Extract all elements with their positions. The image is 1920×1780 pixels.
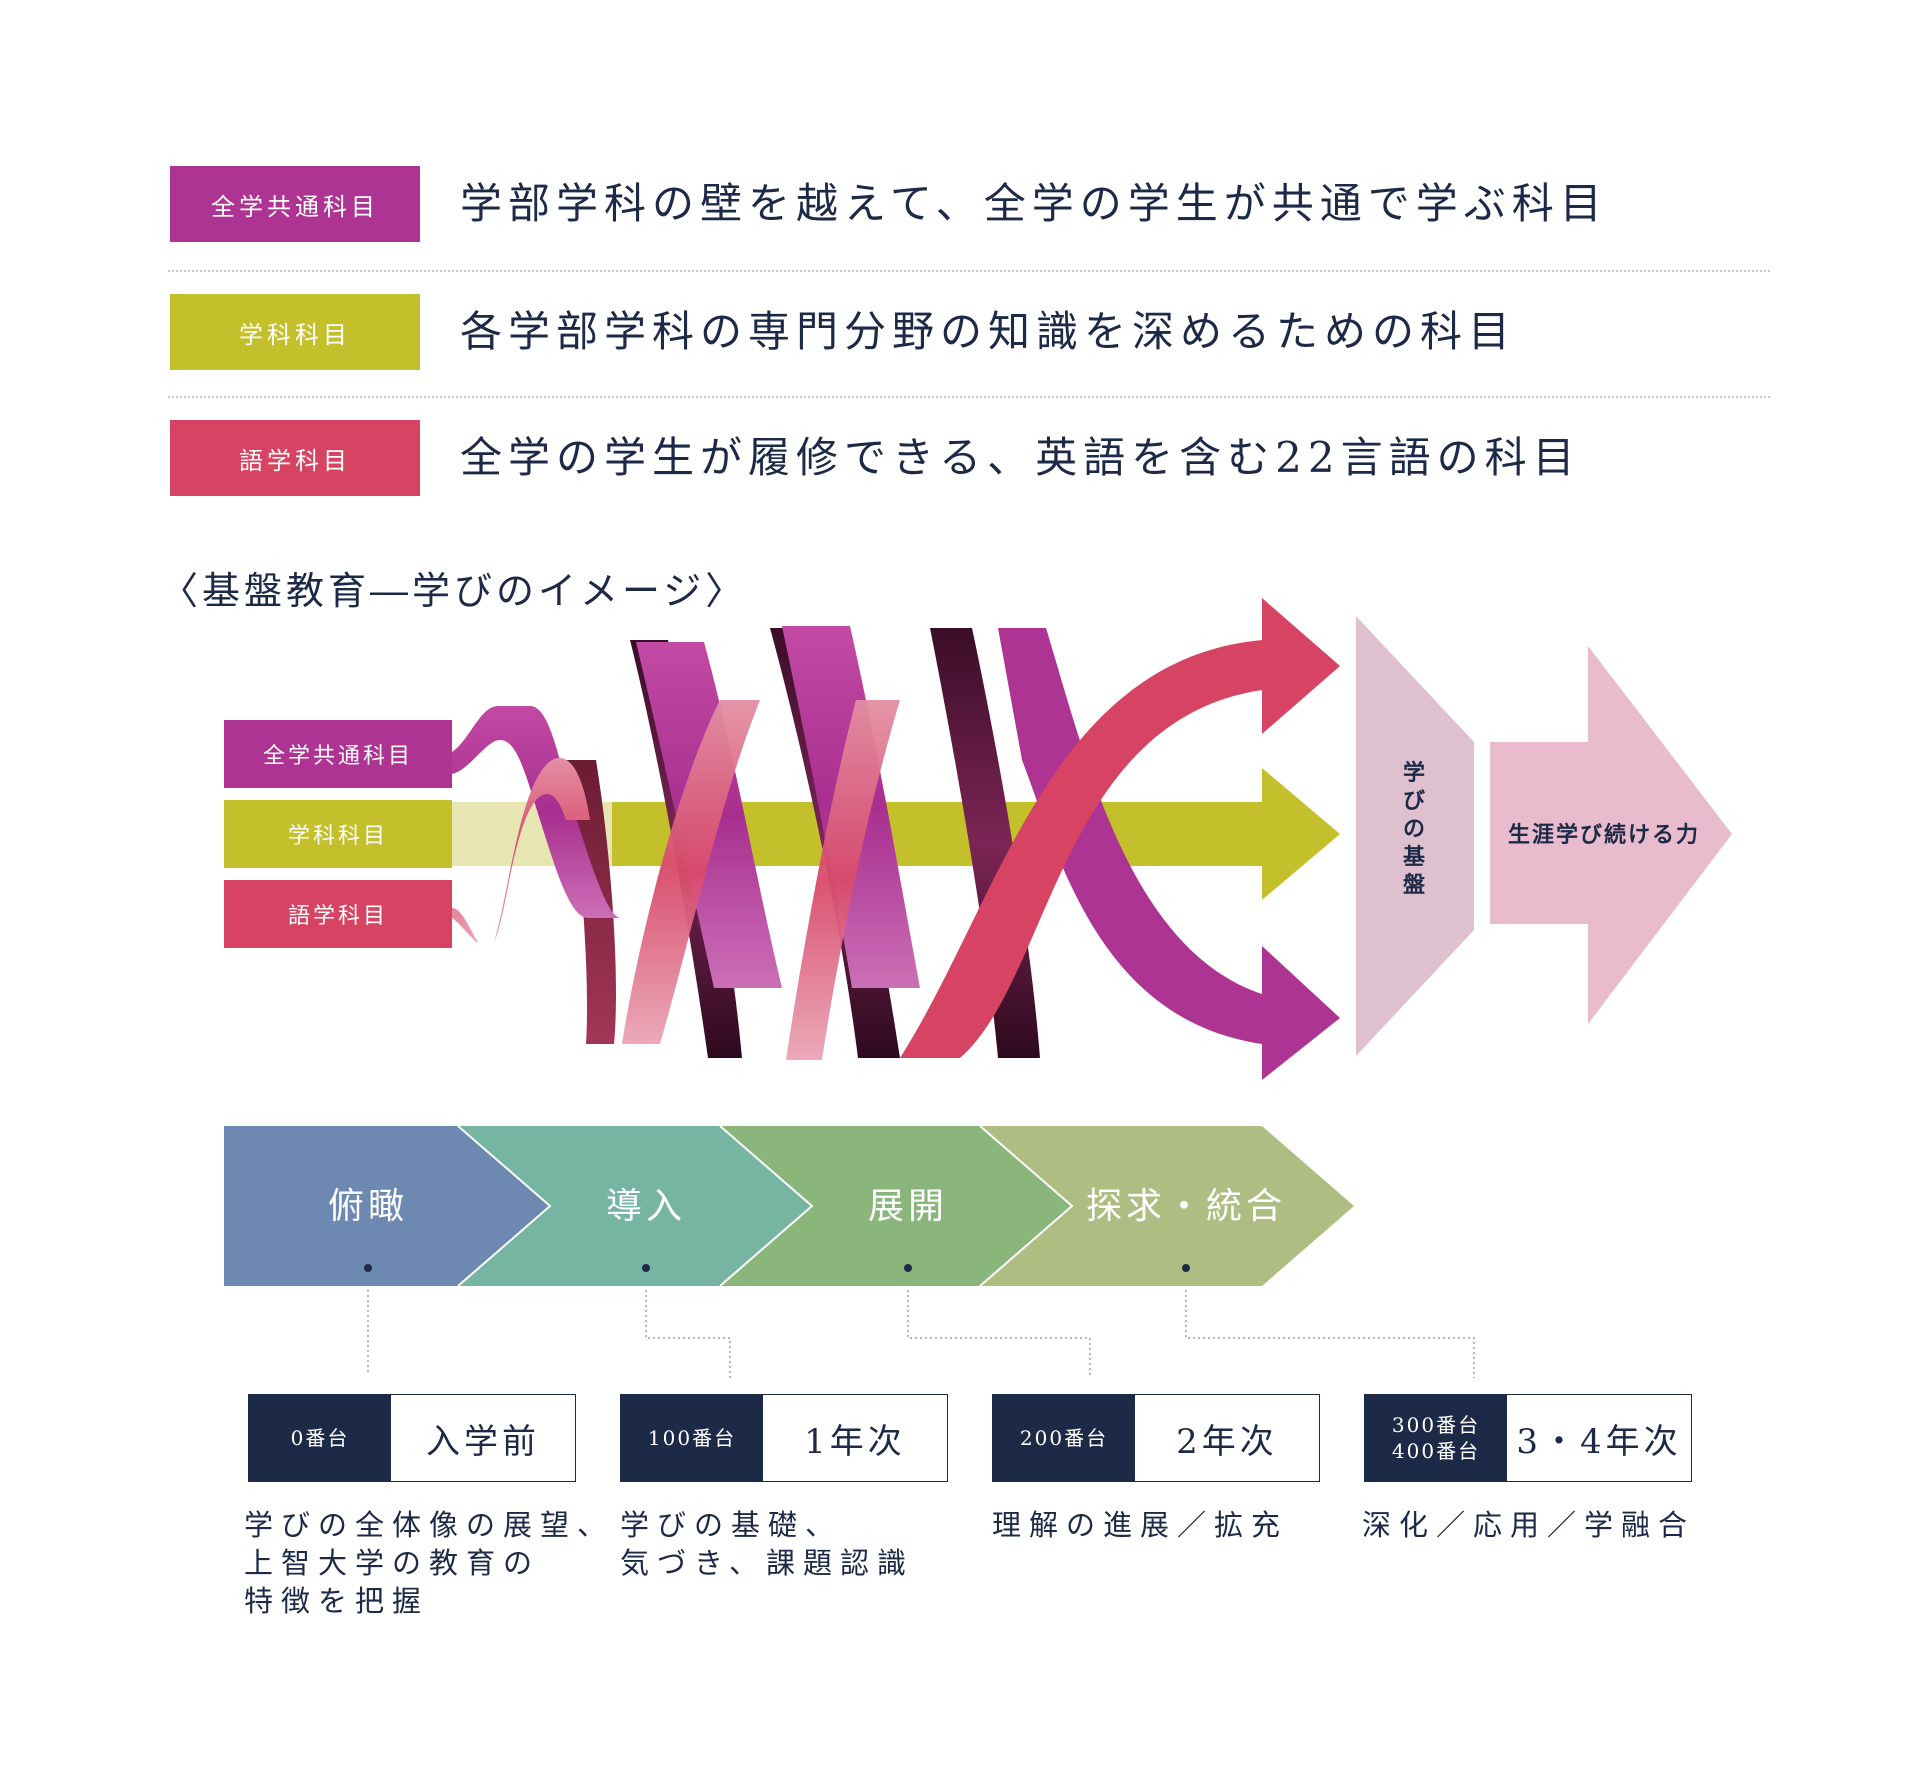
year-label: 1年次 <box>804 1421 906 1462</box>
stage-separator <box>457 1125 552 1287</box>
pink-arrow-body <box>900 640 1262 1058</box>
year-box-1: 100番台 1年次 <box>620 1394 948 1482</box>
year-box-2: 200番台 2年次 <box>992 1394 1320 1482</box>
ribbon-front-2 <box>584 700 760 1044</box>
input-tag-common <box>224 720 452 788</box>
stage-separator <box>979 1125 1074 1287</box>
year-code: 200番台 <box>993 1395 1135 1481</box>
stage-chevron-4 <box>980 1126 1354 1286</box>
yellow-arrow-head <box>1262 768 1340 900</box>
year-desc-1: 学びの基礎、気づき、課題認識 <box>620 1508 914 1580</box>
year-code: 0番台 <box>249 1395 391 1481</box>
stage-dot-3 <box>904 1264 912 1272</box>
stage-label-1: 俯瞰 <box>328 1186 408 1227</box>
connector-2 <box>645 1290 731 1378</box>
year-code: 100番台 <box>621 1395 763 1481</box>
year-label: 3・4年次 <box>1516 1421 1682 1462</box>
year-box-pre: 0番台 入学前 <box>248 1394 576 1482</box>
input-label-language: 語学科目 <box>288 904 388 929</box>
year-desc-2: 理解の進展／拡充 <box>992 1508 1289 1542</box>
purple-arrow-body <box>998 628 1262 1044</box>
ribbon-front-4 <box>742 700 900 1060</box>
legend-desc-language: 全学の学生が履修できる、英語を含む22言語の科目 <box>460 433 1581 482</box>
lifelong-label: 生涯学び続ける力 <box>1508 822 1700 848</box>
foundation-label: 学びの基盤 <box>1403 760 1426 898</box>
ribbon-small-purple <box>452 706 622 919</box>
stage-chevron-1 <box>224 1126 550 1286</box>
legend-tag-common: 全学共通科目 <box>170 166 420 242</box>
year-label: 入学前 <box>426 1421 540 1462</box>
legend-row-department: 学科科目 各学部学科の専門分野の知識を深めるための科目 <box>170 294 1770 370</box>
legend-divider <box>168 396 1770 398</box>
connector-4 <box>1185 1290 1475 1378</box>
pink-arrow-head <box>1262 598 1340 734</box>
stage-dot-2 <box>642 1264 650 1272</box>
stage-dot-1 <box>364 1264 372 1272</box>
legend-divider <box>168 270 1770 272</box>
stage-label-2: 導入 <box>606 1186 686 1227</box>
connector-3 <box>907 1290 1091 1378</box>
section-title: 〈基盤教育―学びのイメージ〉 <box>160 569 748 613</box>
lifelong-arrow <box>1490 646 1732 1024</box>
year-label: 2年次 <box>1176 1421 1278 1462</box>
input-label-department: 学科科目 <box>288 824 388 849</box>
legend-tag-language: 語学科目 <box>170 420 420 496</box>
legend-desc-department: 各学部学科の専門分野の知識を深めるための科目 <box>460 307 1517 356</box>
foundation-shape <box>1356 616 1474 1056</box>
legend-row-common: 全学共通科目 学部学科の壁を越えて、全学の学生が共通で学ぶ科目 <box>170 166 1770 242</box>
stage-separator <box>719 1125 814 1287</box>
purple-arrow-head <box>1262 946 1340 1080</box>
legend-tag-department: 学科科目 <box>170 294 420 370</box>
legend-desc-common: 学部学科の壁を越えて、全学の学生が共通で学ぶ科目 <box>460 179 1608 228</box>
input-tag-language <box>224 880 452 948</box>
input-tag-department <box>224 800 452 868</box>
stage-dot-4 <box>1182 1264 1190 1272</box>
year-desc-34: 深化／応用／学融合 <box>1362 1508 1696 1542</box>
stage-label-4: 探求・統合 <box>1086 1186 1286 1227</box>
legend-row-language: 語学科目 全学の学生が履修できる、英語を含む22言語の科目 <box>170 420 1770 496</box>
year-desc-pre: 学びの全体像の展望、上智大学の教育の特徴を把握 <box>244 1508 615 1618</box>
input-label-common: 全学共通科目 <box>263 744 413 769</box>
stage-chevron-2 <box>458 1126 812 1286</box>
ribbon-small-pink <box>452 758 590 942</box>
stage-chevron-3 <box>720 1126 1072 1286</box>
stage-label-3: 展開 <box>868 1186 948 1227</box>
